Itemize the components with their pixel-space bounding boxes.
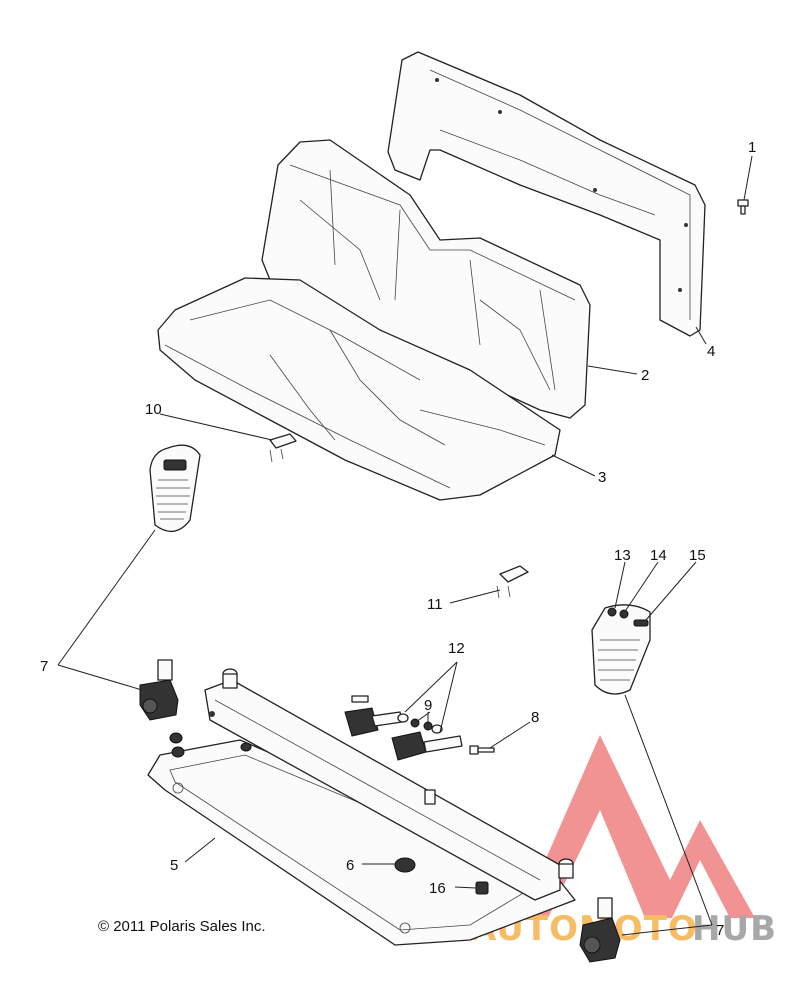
part-7-boot-left	[149, 444, 201, 532]
leader-lines	[57, 155, 753, 936]
copyright-notice: © 2011 Polaris Sales Inc.	[98, 918, 266, 935]
callout-12: 12	[448, 640, 465, 657]
callout-6: 6	[346, 857, 354, 874]
part-3-seat-bottom	[157, 277, 561, 501]
part-12-belt-buckles	[344, 695, 463, 761]
callout-15: 15	[689, 547, 706, 564]
callout-8: 8	[531, 709, 539, 726]
watermark-triangle-icon	[520, 735, 755, 918]
hardware-nuts	[169, 732, 252, 758]
part-4-back-panel	[387, 51, 706, 337]
callout-7b: 7	[716, 922, 724, 939]
callout-2: 2	[641, 367, 649, 384]
callout-13: 13	[614, 547, 631, 564]
callout-9: 9	[424, 697, 432, 714]
part-1-screw	[737, 199, 749, 215]
part-16-spacer	[475, 881, 489, 895]
seat-frame-rail	[204, 668, 574, 901]
callout-10: 10	[145, 401, 162, 418]
callout-11: 11	[427, 596, 443, 613]
callout-4: 4	[707, 343, 715, 360]
callout-5: 5	[170, 857, 178, 874]
part-15-boot-right	[591, 604, 651, 695]
callout-16: 16	[429, 880, 446, 897]
part-7-latch-right	[579, 897, 621, 963]
callout-3: 3	[598, 469, 606, 486]
callout-1: 1	[748, 139, 756, 156]
watermark-text-gray: HUB	[692, 909, 777, 949]
part-10-bracket	[269, 433, 297, 463]
part-7-latch-left	[139, 659, 179, 721]
part-6-nut	[394, 857, 416, 873]
callout-7a: 7	[40, 658, 48, 675]
part-11-bracket	[496, 565, 529, 599]
part-2-seat-back	[261, 139, 591, 419]
part-9-washers	[397, 713, 443, 734]
part-8-bolt	[469, 745, 495, 755]
callout-labels: 1 2 3 4 5 6 7 7 8 9 10 11 12 13 14 15 16	[40, 139, 756, 939]
callout-14: 14	[650, 547, 667, 564]
